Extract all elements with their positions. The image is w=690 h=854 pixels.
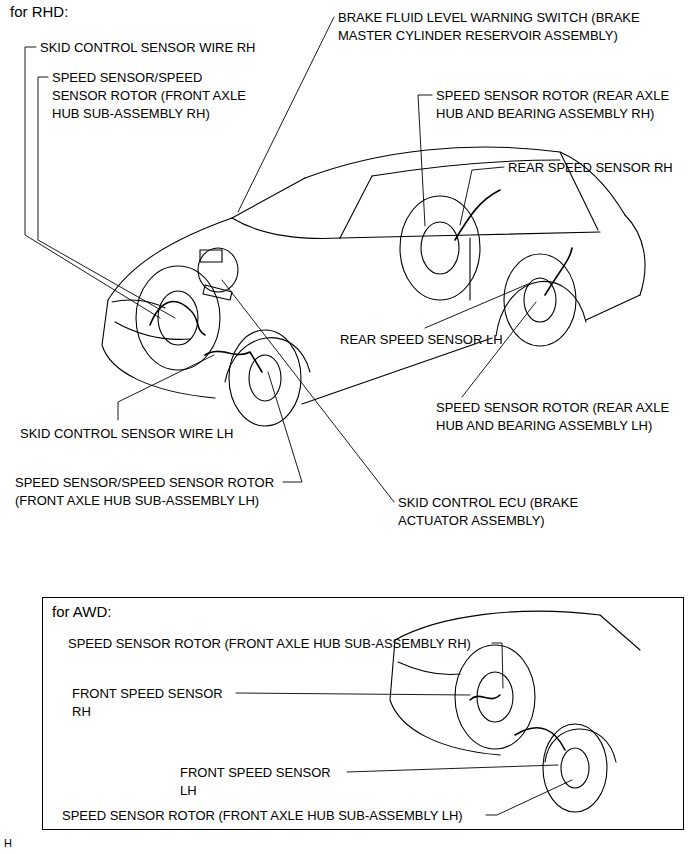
part-label: SPEED SENSOR ROTOR (REAR AXLE HUB AND BE… <box>436 88 669 121</box>
part-label: REAR SPEED SENSOR RH <box>508 159 683 177</box>
sensor-wires <box>150 190 572 372</box>
figure-code: H <box>4 837 12 849</box>
wheels <box>136 196 576 426</box>
car-body <box>102 147 645 404</box>
variant-panel: for AWD: <box>42 597 684 830</box>
panel-heading: for AWD: <box>43 598 683 626</box>
part-label: SPEED SENSOR/SPEED SENSOR ROTOR (FRONT A… <box>52 69 257 123</box>
part-label: SPEED SENSOR/SPEED SENSOR ROTOR (FRONT A… <box>52 70 246 121</box>
figure-code: H <box>4 834 24 852</box>
leader-lines <box>25 17 572 815</box>
part-label: BRAKE FLUID LEVEL WARNING SWITCH (BRAKE … <box>338 10 640 43</box>
part-label: FRONT SPEED SENSOR LH <box>180 764 350 800</box>
part-label: BRAKE FLUID LEVEL WARNING SWITCH (BRAKE … <box>338 9 668 45</box>
part-label: SKID CONTROL SENSOR WIRE LH <box>20 425 260 443</box>
part-label: REAR SPEED SENSOR RH <box>508 160 673 175</box>
part-label: FRONT SPEED SENSOR LH <box>180 765 331 798</box>
part-label: SPEED SENSOR ROTOR (FRONT AXLE HUB SUB-A… <box>62 807 492 825</box>
part-label: SPEED SENSOR ROTOR (FRONT AXLE HUB SUB-A… <box>68 636 471 651</box>
part-label: SKID CONTROL ECU (BRAKE ACTUATOR ASSEMBL… <box>398 494 598 530</box>
part-label: SPEED SENSOR ROTOR (FRONT AXLE HUB SUB-A… <box>62 808 463 823</box>
part-label: SPEED SENSOR ROTOR (REAR AXLE HUB AND BE… <box>436 87 681 123</box>
part-label: SKID CONTROL ECU (BRAKE ACTUATOR ASSEMBL… <box>398 495 578 528</box>
part-label: SPEED SENSOR/SPEED SENSOR ROTOR (FRONT A… <box>15 475 274 508</box>
part-label: FRONT SPEED SENSOR RH <box>72 685 242 721</box>
part-label: SPEED SENSOR/SPEED SENSOR ROTOR (FRONT A… <box>15 474 281 510</box>
part-label: SPEED SENSOR ROTOR (FRONT AXLE HUB SUB-A… <box>68 635 498 653</box>
part-label: SKID CONTROL SENSOR WIRE RH <box>40 39 280 57</box>
part-label: REAR SPEED SENSOR LH <box>340 332 503 347</box>
variant-heading: for RHD: <box>10 3 68 20</box>
part-label: SKID CONTROL SENSOR WIRE RH <box>40 40 255 55</box>
part-label: SPEED SENSOR ROTOR (REAR AXLE HUB AND BE… <box>436 400 669 433</box>
part-label: SPEED SENSOR ROTOR (REAR AXLE HUB AND BE… <box>436 399 681 435</box>
part-label: FRONT SPEED SENSOR RH <box>72 686 223 719</box>
part-label: SKID CONTROL SENSOR WIRE LH <box>20 426 233 441</box>
part-label: REAR SPEED SENSOR LH <box>340 331 515 349</box>
variant-heading: for RHD: <box>10 3 130 21</box>
